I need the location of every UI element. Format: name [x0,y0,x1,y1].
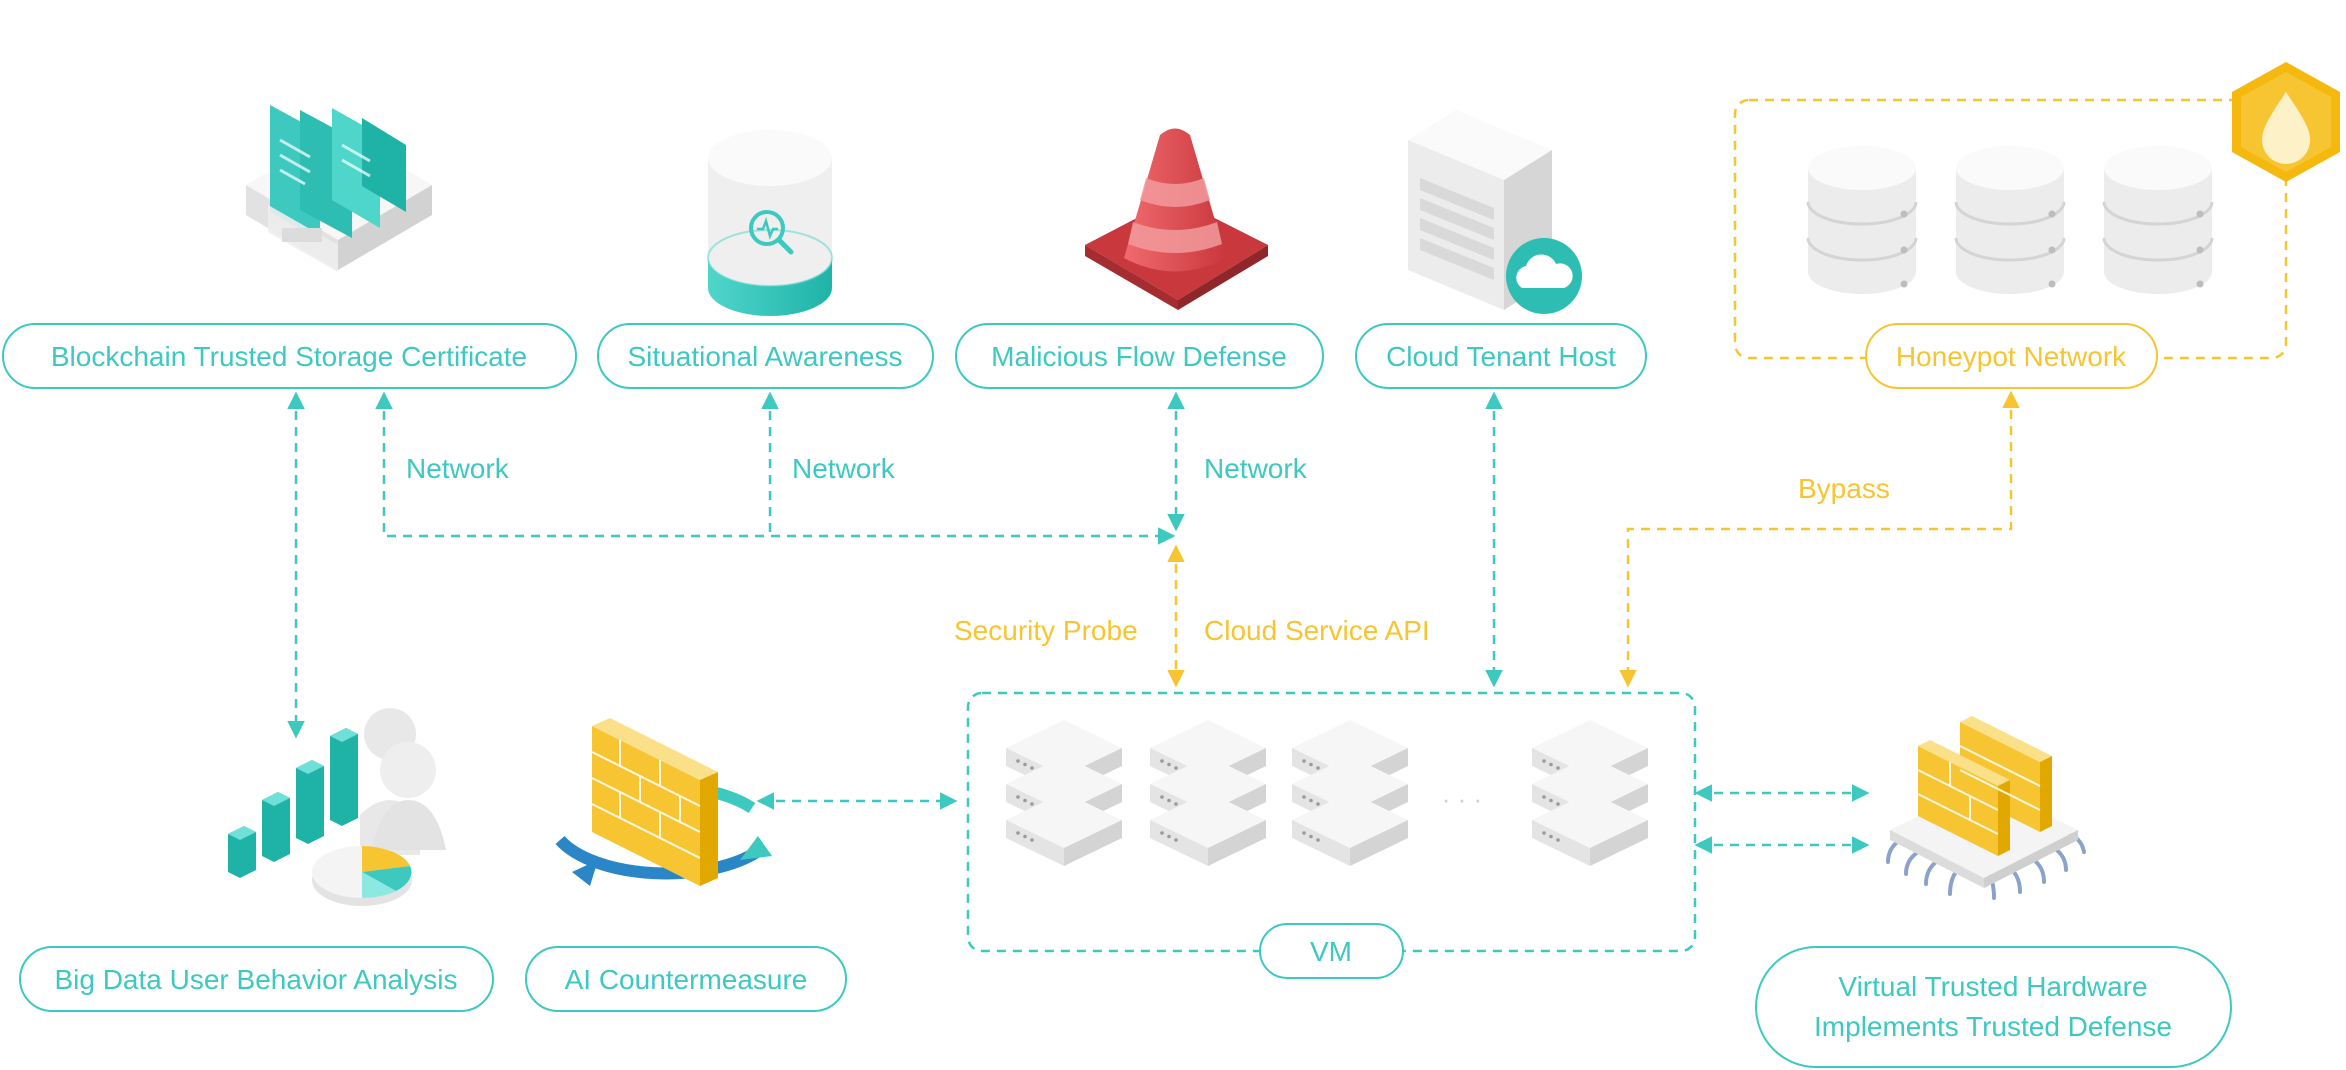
firewall-chip-icon [1886,716,2086,900]
connector-cloud-service-api: Cloud Service API [1204,615,1430,646]
connector-network-3: Network [1204,453,1308,484]
label-big-data[interactable]: Big Data User Behavior Analysis [19,946,494,1012]
connector-network-1: Network [406,453,510,484]
server-cloud-icon [1408,110,1582,314]
label-cloud-host-text: Cloud Tenant Host [1386,341,1616,372]
label-vm[interactable]: VM [1259,923,1404,979]
traffic-cone-icon [1085,128,1268,310]
connector-network-2: Network [792,453,896,484]
label-big-data-text: Big Data User Behavior Analysis [54,964,457,995]
vm-ellipsis: · · · [1442,784,1482,814]
label-ai[interactable]: AI Countermeasure [525,946,847,1012]
connector-security-probe: Security Probe [954,615,1138,646]
vm-container [966,691,1697,953]
label-malicious[interactable]: Malicious Flow Defense [955,323,1324,389]
label-vth-line1: Virtual Trusted Hardware [1838,971,2147,1002]
document-tray-icon [246,105,432,272]
connector-lines [287,390,2020,854]
label-vth[interactable]: Virtual Trusted Hardware Implements Trus… [1755,946,2232,1068]
server-stack-icon [1532,720,1648,866]
label-blockchain[interactable]: Blockchain Trusted Storage Certificate [2,323,577,389]
label-vm-text: VM [1310,936,1352,967]
label-malicious-text: Malicious Flow Defense [991,341,1287,372]
database-stack-icon [2102,146,2214,294]
label-vth-line2: Implements Trusted Defense [1814,1011,2172,1042]
label-cloud-host[interactable]: Cloud Tenant Host [1355,323,1647,389]
label-blockchain-text: Blockchain Trusted Storage Certificate [51,341,527,372]
label-honeypot-text: Honeypot Network [1896,341,2127,372]
server-stack-icon [1150,720,1266,866]
server-stack-icon [1006,720,1122,866]
label-situational-text: Situational Awareness [628,341,903,372]
server-stack-icon [1292,720,1408,866]
label-situational[interactable]: Situational Awareness [597,323,934,389]
label-ai-text: AI Countermeasure [565,964,808,995]
database-stack-icon [1954,146,2066,294]
database-stack-icon [1806,146,1918,294]
label-honeypot[interactable]: Honeypot Network [1865,323,2158,389]
database-magnifier-icon [707,130,833,316]
bar-chart-user-icon [228,708,446,906]
vm-servers [1006,720,1648,866]
link-bypass [1619,390,2020,688]
firewall-cycle-icon [555,718,772,886]
connector-bypass: Bypass [1798,473,1890,504]
droplet-hexagon-icon [2232,62,2340,182]
